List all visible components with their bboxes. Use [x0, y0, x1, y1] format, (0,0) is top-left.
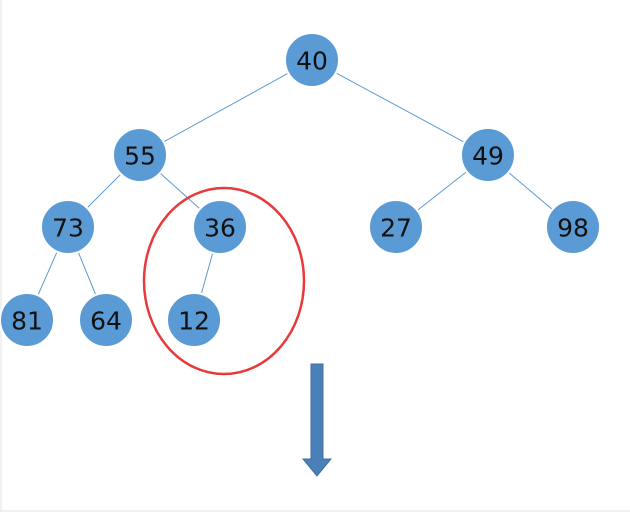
edge-49-27 — [416, 171, 468, 211]
tree-node-12: 12 — [166, 292, 222, 348]
node-label: 49 — [472, 142, 504, 171]
node-label: 12 — [178, 307, 210, 336]
node-label: 64 — [90, 307, 122, 336]
edge-55-73 — [86, 173, 122, 209]
edge-49-98 — [508, 172, 553, 210]
tree-node-64: 64 — [78, 292, 134, 348]
edge-73-64 — [77, 251, 97, 296]
node-circle — [40, 199, 96, 255]
tree-node-49: 49 — [460, 127, 516, 183]
node-circle — [460, 127, 516, 183]
tree-node-36: 36 — [192, 199, 248, 255]
node-label: 81 — [11, 307, 43, 336]
highlight-ellipse — [142, 186, 306, 376]
node-circle — [545, 199, 601, 255]
node-label: 40 — [296, 47, 328, 76]
tree-node-27: 27 — [368, 199, 424, 255]
tree-node-40: 40 — [284, 32, 340, 88]
edge-36-12 — [200, 252, 214, 295]
edge-40-49 — [335, 72, 465, 143]
tree-node-55: 55 — [112, 127, 168, 183]
node-circle — [78, 292, 134, 348]
edge-55-36 — [159, 172, 201, 210]
tree-edges — [37, 72, 553, 296]
tree-node-81: 81 — [0, 292, 55, 348]
tree-node-98: 98 — [545, 199, 601, 255]
node-label: 98 — [557, 214, 589, 243]
edge-73-81 — [37, 251, 58, 296]
node-circle — [0, 292, 55, 348]
node-label: 73 — [52, 214, 84, 243]
node-circle — [192, 199, 248, 255]
down-arrow — [301, 363, 333, 477]
node-circle — [284, 32, 340, 88]
edge-40-55 — [163, 72, 289, 143]
node-circle — [166, 292, 222, 348]
node-label: 55 — [124, 142, 156, 171]
node-label: 27 — [380, 214, 412, 243]
tree-node-73: 73 — [40, 199, 96, 255]
node-circle — [368, 199, 424, 255]
tree-nodes: 40 55 49 73 36 27 98 81 64 12 — [0, 32, 601, 348]
node-label: 36 — [204, 214, 236, 243]
node-circle — [112, 127, 168, 183]
